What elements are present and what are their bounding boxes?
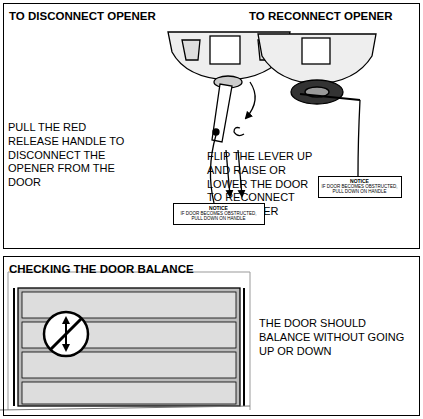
panel-heading: TO DISCONNECT OPENER (9, 9, 179, 23)
instruction-text: THE DOOR SHOULD BALANCE WITHOUT GOING UP… (259, 317, 409, 358)
tag-text: IF DOOR BECOMES OBSTRUCTED, PULL DOWN ON… (322, 184, 398, 194)
tag-heading: NOTICE (322, 179, 398, 185)
panel: CHECKING THE DOOR BALANCE THE DOOR SHOULD… (3, 256, 420, 416)
tag-heading: NOTICE (177, 206, 261, 212)
release-cord-right (358, 100, 360, 176)
notice-tag: NOTICEIF DOOR BECOMES OBSTRUCTED, PULL D… (173, 203, 265, 225)
panel-heading: CHECKING THE DOOR BALANCE (9, 262, 259, 276)
tag-text: IF DOOR BECOMES OBSTRUCTED, PULL DOWN ON… (177, 211, 261, 221)
opener-right (258, 34, 376, 104)
garage-door (0, 272, 250, 410)
panel: TO DISCONNECT OPENER TO RECONNECT OPENER P… (3, 3, 420, 249)
instruction-text: PULL THE RED RELEASE HANDLE TO DISCONNEC… (8, 121, 134, 190)
panel-heading: TO RECONNECT OPENER (249, 9, 419, 23)
notice-tag: NOTICEIF DOOR BECOMES OBSTRUCTED, PULL D… (318, 176, 402, 198)
